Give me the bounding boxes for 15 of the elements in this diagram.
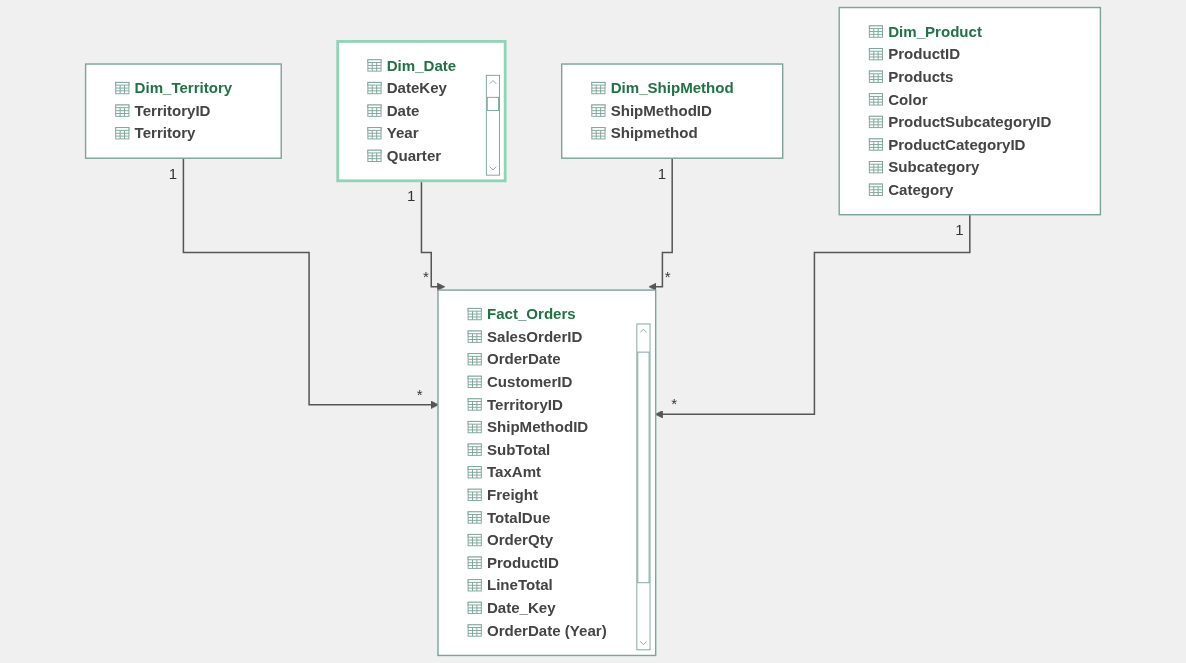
table-box: Dim_ShipMethod ShipMethodID Shipmethod [561, 63, 784, 159]
table-box: Dim_Date DateKey Date Year Quarter [336, 40, 507, 183]
cardinality-label: * [664, 267, 671, 285]
cardinality-label: * [671, 395, 677, 413]
cardinality-label: * [423, 267, 429, 285]
cardinality-label: 1 [406, 187, 416, 205]
cardinality-label: 1 [955, 221, 964, 239]
table-box: Fact_Orders SalesOrderID OrderDate CustomerID TerritoryID ShipMethodID SubTotal TaxAmt Freight TotalDue OrderQty ProductID LineTotal Date_Key OrderDate (Year) [437, 289, 657, 657]
cardinality-label: * [416, 385, 423, 403]
cardinality-label: 1 [168, 164, 178, 182]
table-box: Dim_Product ProductID Products Color ProductSubcategoryID ProductCategoryID Subcategory Category [838, 6, 1102, 216]
relationship-line [420, 180, 446, 291]
cardinality-label: 1 [657, 164, 666, 182]
relationship-line [648, 157, 673, 291]
table-box: Dim_Territory TerritoryID Territory [84, 63, 282, 159]
